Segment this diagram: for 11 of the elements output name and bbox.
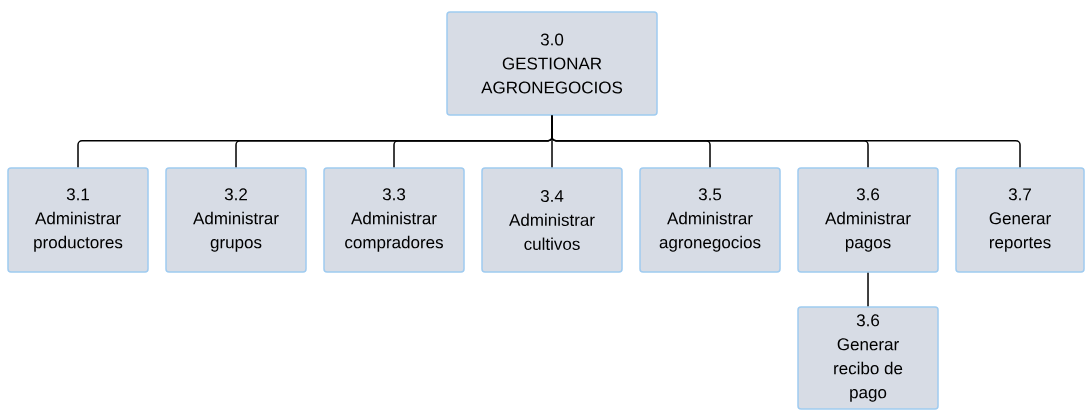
- process-box: 3.6 Administrar pagos: [797, 167, 939, 273]
- process-box: 3.4 Administrar cultivos: [481, 167, 623, 273]
- process-box: 3.3 Administrar compradores: [323, 167, 465, 273]
- process-box: 3.5 Administrar agronegocios: [639, 167, 781, 273]
- process-box: 3.2 Administrar grupos: [165, 167, 307, 273]
- connector-line: [551, 115, 1021, 168]
- process-box: 3.0 GESTIONAR AGRONEGOCIOS: [446, 11, 658, 116]
- process-box: 3.7 Generar reportes: [955, 167, 1085, 273]
- connector-line: [867, 272, 869, 307]
- process-box: 3.6 Generar recibo de pago: [797, 306, 939, 410]
- process-box: 3.1 Administrar productores: [7, 167, 149, 273]
